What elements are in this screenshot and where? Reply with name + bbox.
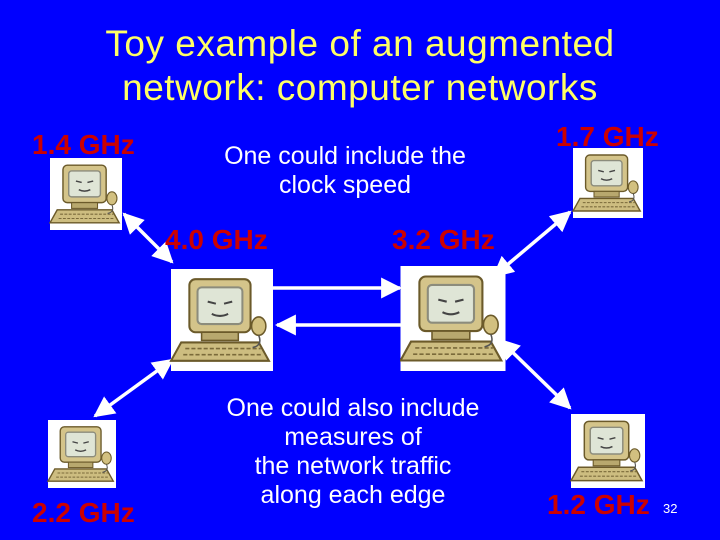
computer-icon — [400, 266, 506, 371]
computer-node-top-right — [572, 148, 644, 218]
computer-node-bottom-left — [44, 420, 120, 488]
note-top-line-1: One could include the — [224, 142, 466, 170]
speed-label-top-left: 1.4 GHz — [32, 129, 135, 160]
note-bottom-line-4: along each edge — [260, 481, 446, 509]
computer-icon — [572, 148, 643, 218]
computer-node-bottom-right — [570, 414, 646, 488]
title-line-2: network: computer networks — [122, 67, 598, 108]
computer-icon — [570, 414, 645, 488]
speed-label-bottom-left: 2.2 GHz — [32, 497, 135, 528]
note-bottom-line-2: measures of — [284, 423, 422, 451]
computer-icon — [169, 269, 273, 371]
speed-label-bottom-right: 1.2 GHz — [547, 489, 650, 520]
computer-node-center-left — [168, 269, 276, 371]
slide-title: Toy example of an augmented network: com… — [0, 22, 720, 110]
edge-top-left-to-center-left — [122, 212, 174, 264]
speed-label-top-right: 1.7 GHz — [556, 121, 659, 152]
computer-icon — [49, 158, 122, 230]
speed-label-center-left: 4.0 GHz — [165, 224, 268, 255]
edge-center-left-to-bottom-left — [93, 358, 174, 418]
speed-label-center-right: 3.2 GHz — [392, 224, 495, 255]
computer-node-center-right — [400, 266, 506, 371]
note-clock-speed: One could include the clock speed — [195, 142, 495, 200]
note-bottom-line-3: the network traffic — [254, 452, 452, 480]
computer-icon — [46, 420, 116, 488]
note-bottom-line-1: One could also include — [226, 394, 480, 422]
note-top-line-2: clock speed — [278, 171, 412, 199]
note-network-traffic: One could also include measures of the n… — [195, 394, 511, 510]
edge-center-right-to-top-right — [492, 210, 572, 278]
edge-center-right-to-bottom-right — [498, 338, 572, 410]
title-line-1: Toy example of an augmented — [105, 23, 615, 64]
page-number: 32 — [663, 501, 678, 516]
computer-node-top-left — [49, 158, 123, 230]
